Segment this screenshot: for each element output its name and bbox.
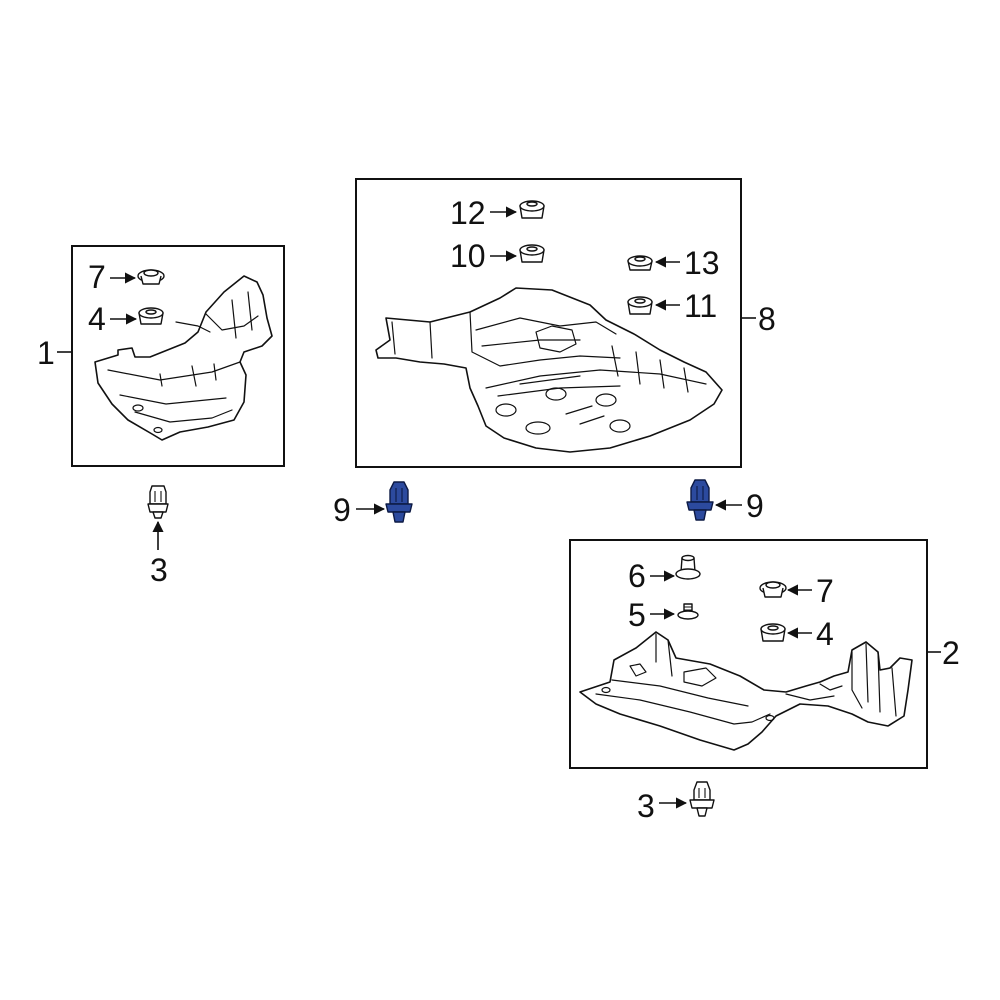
callout-12: 12 (450, 195, 486, 231)
group-box-2: 6 5 7 4 (569, 539, 928, 769)
callout-13: 13 (684, 245, 720, 281)
callout-4-right: 4 (816, 616, 834, 652)
clip-12[interactable] (519, 200, 545, 219)
clip-13[interactable] (627, 255, 653, 271)
callout-6: 6 (628, 558, 646, 594)
callout-4-left: 4 (88, 301, 106, 337)
callout-2: 2 (942, 635, 960, 671)
callout-9-left: 9 (333, 492, 351, 528)
group-box-1: 7 4 1 (37, 245, 285, 467)
push-clip-9-right-highlighted[interactable] (686, 479, 714, 521)
callout-7-left: 7 (88, 259, 106, 295)
screw-5[interactable] (677, 603, 699, 620)
clip-7-left[interactable] (137, 269, 165, 285)
callout-11: 11 (684, 288, 717, 324)
callout-3-right: 3 (637, 788, 655, 824)
callout-3-left: 3 (150, 552, 168, 588)
push-clip-3-right[interactable] (689, 781, 715, 817)
push-clip-3-left[interactable] (147, 485, 169, 519)
callout-8: 8 (758, 301, 776, 337)
clip-7-right[interactable] (759, 581, 787, 598)
splash-shield-part-2[interactable] (579, 631, 913, 751)
callout-1: 1 (37, 335, 55, 371)
nut-4-left[interactable] (138, 307, 164, 325)
group-box-8: 12 10 13 11 (355, 178, 742, 468)
callout-7-right: 7 (816, 573, 834, 609)
nut-10[interactable] (519, 244, 545, 263)
push-clip-9-left-highlighted[interactable] (385, 481, 413, 523)
under-cover-part-8[interactable] (375, 287, 723, 453)
callout-5: 5 (628, 597, 646, 633)
nut-4-right[interactable] (760, 623, 786, 642)
grommet-6[interactable] (675, 554, 701, 580)
nut-11[interactable] (627, 296, 653, 315)
splash-shield-part-1[interactable] (94, 275, 273, 441)
callout-10: 10 (450, 238, 486, 274)
callout-9-right: 9 (746, 488, 764, 524)
